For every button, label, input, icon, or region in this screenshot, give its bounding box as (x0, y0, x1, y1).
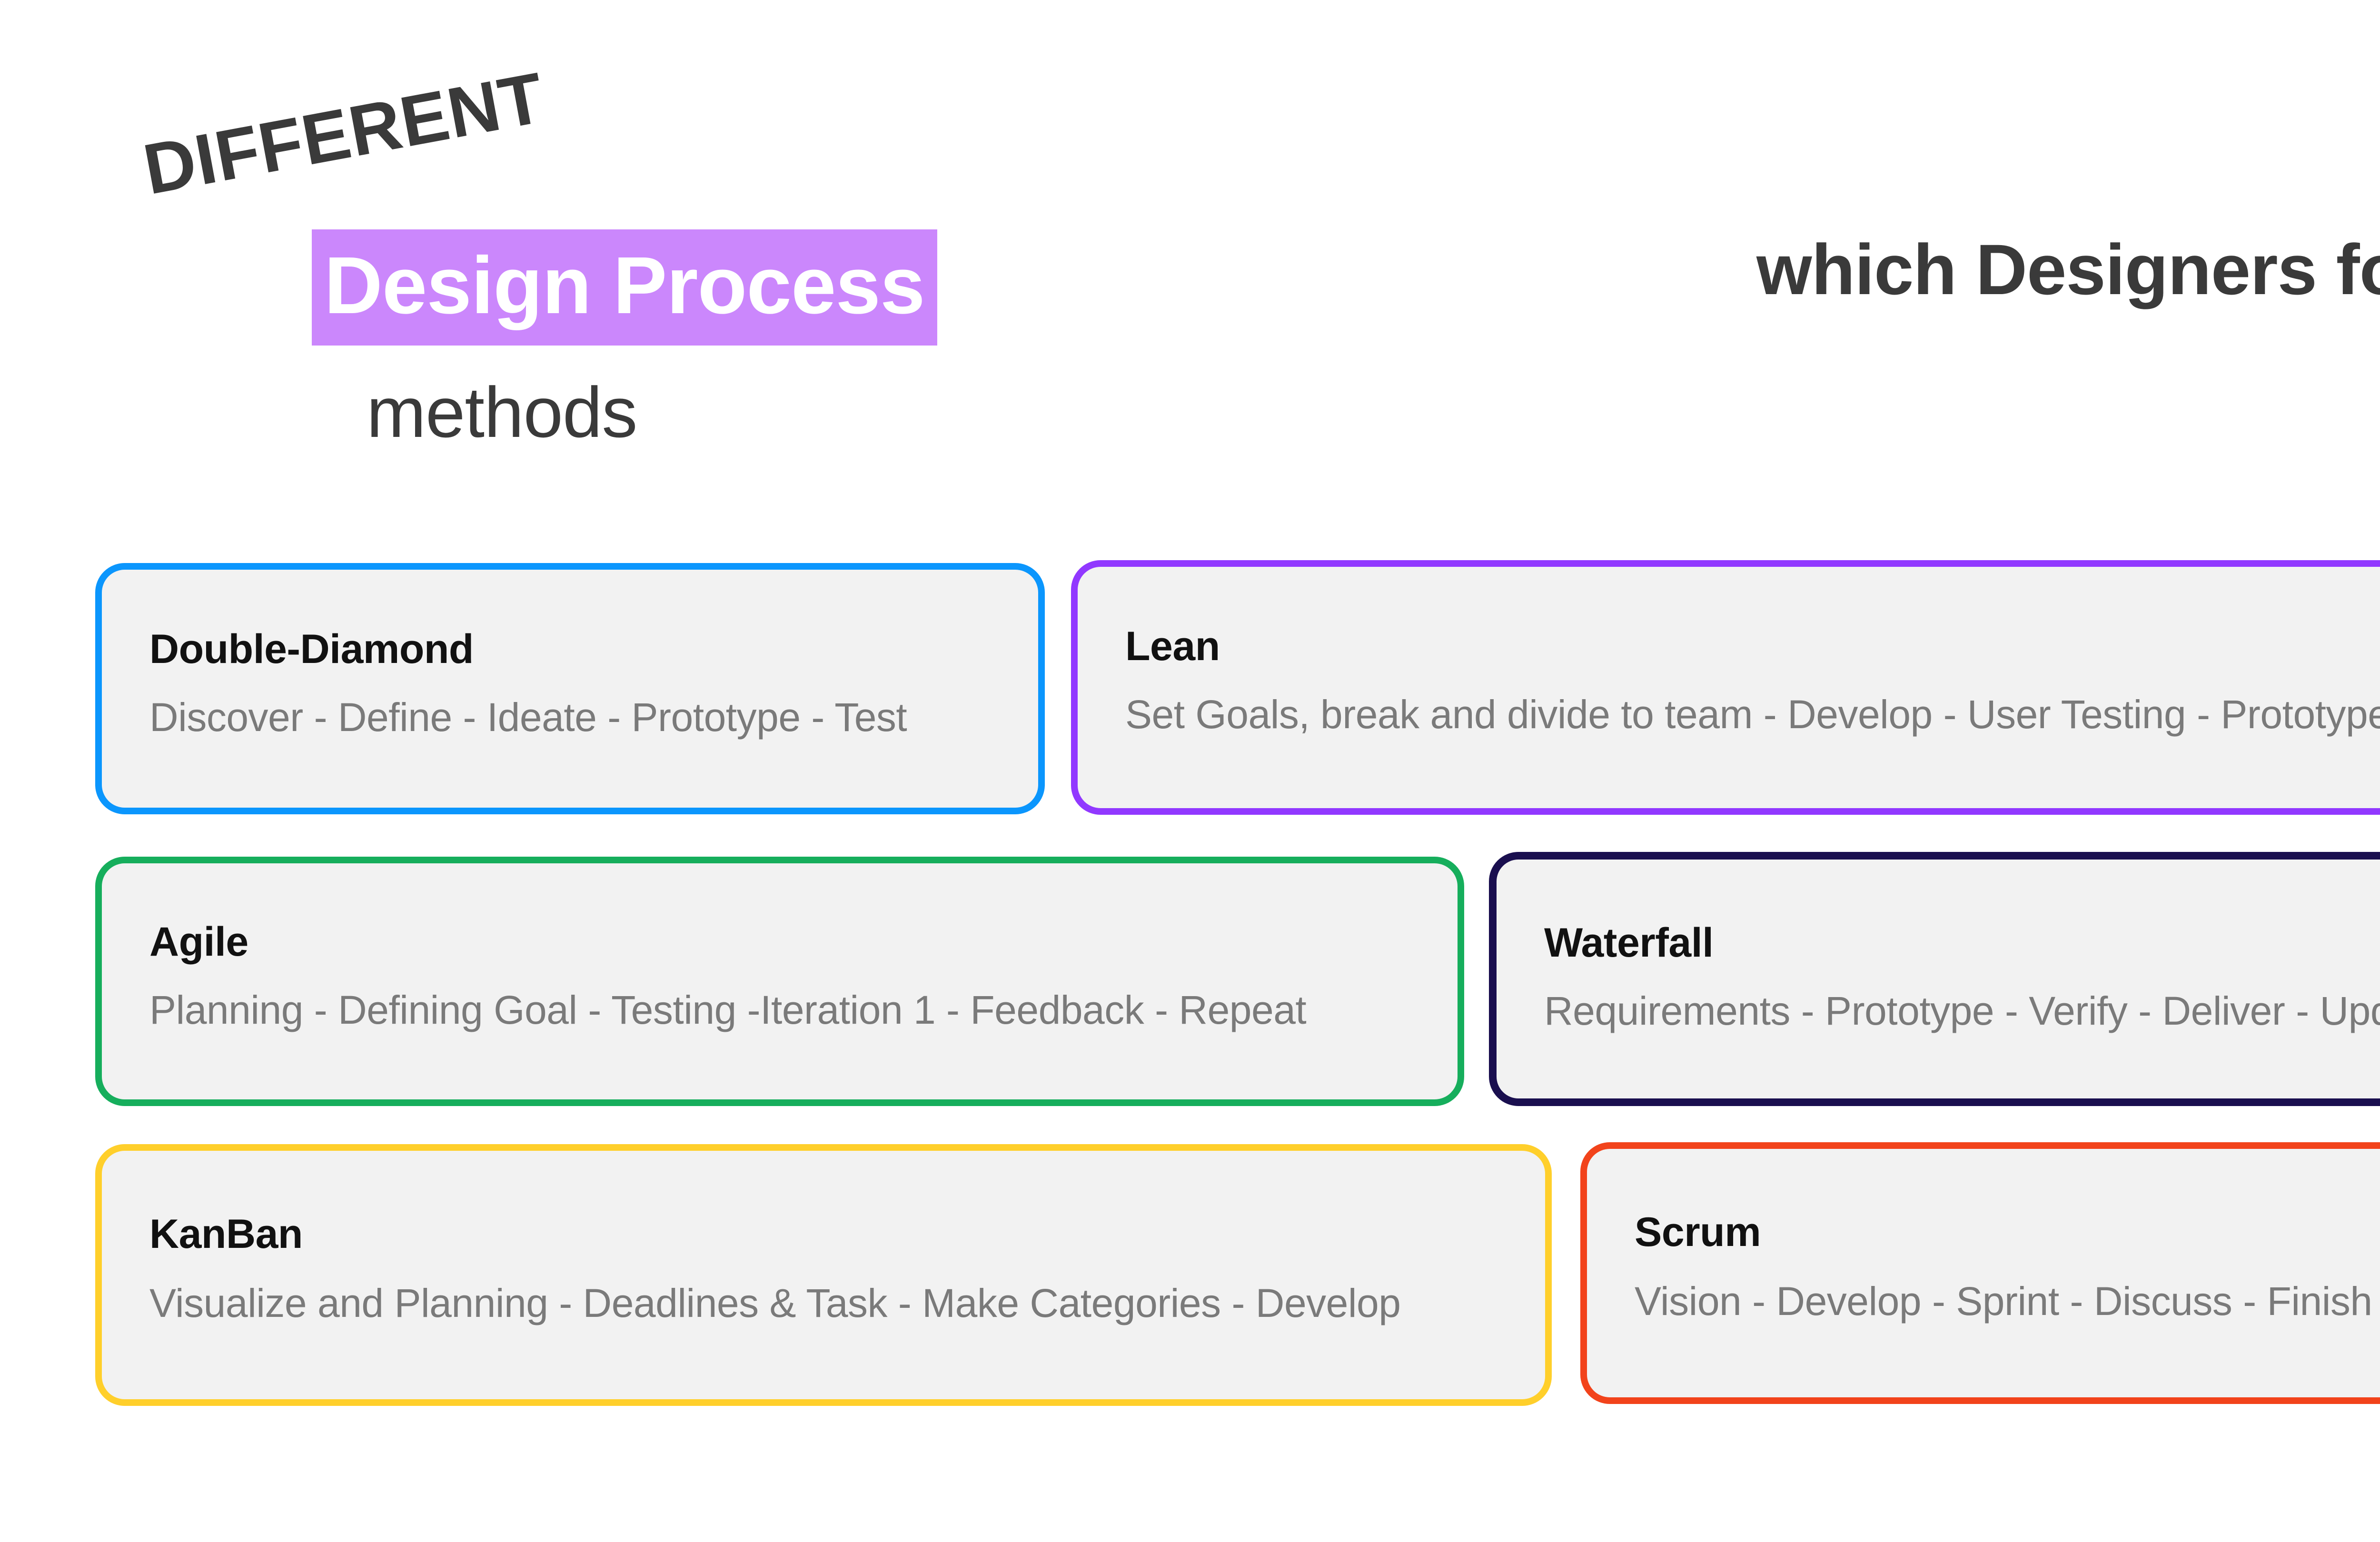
title-left-block: DIFFERENT Design Process methods (138, 57, 1190, 476)
heading-right-which-designers-follow: which Designers follow. (1756, 229, 2380, 309)
heading-highlight-wrapper: Design Process (312, 229, 937, 346)
method-card-title: Waterfall (1544, 920, 1714, 966)
method-card-steps: Planning - Defining Goal - Testing -Iter… (149, 988, 1307, 1032)
method-card-steps: Requirements - Prototype - Verify - Deli… (1544, 988, 2380, 1033)
heading-word-different: DIFFERENT (137, 57, 550, 210)
method-card-steps: Vision - Develop - Sprint - Discuss - Fi… (1635, 1279, 2372, 1324)
method-card-lean[interactable]: Lean Set Goals, break and divide to team… (1071, 560, 2380, 815)
method-card-title: Double-Diamond (149, 626, 474, 672)
method-card-waterfall[interactable]: Waterfall Requirements - Prototype - Ver… (1489, 852, 2380, 1106)
method-card-double-diamond[interactable]: Double-Diamond Discover - Define - Ideat… (95, 563, 1045, 814)
method-card-agile[interactable]: Agile Planning - Defining Goal - Testing… (95, 857, 1464, 1106)
method-card-steps: Discover - Define - Ideate - Prototype -… (149, 695, 907, 740)
page-header: DIFFERENT Design Process methods which D… (0, 0, 2380, 524)
method-card-steps: Visualize and Planning - Deadlines & Tas… (149, 1281, 1401, 1325)
method-card-steps: Set Goals, break and divide to team - De… (1125, 692, 2380, 737)
method-card-scrum[interactable]: Scrum Vision - Develop - Sprint - Discus… (1580, 1142, 2380, 1404)
method-card-title: Lean (1125, 623, 1220, 669)
method-card-title: Agile (149, 919, 248, 965)
method-card-title: Scrum (1635, 1209, 1761, 1255)
method-card-title: KanBan (149, 1211, 303, 1257)
method-card-kanban[interactable]: KanBan Visualize and Planning - Deadline… (95, 1144, 1552, 1406)
heading-word-methods: methods (367, 372, 637, 452)
heading-highlight-design-process: Design Process (312, 229, 937, 346)
